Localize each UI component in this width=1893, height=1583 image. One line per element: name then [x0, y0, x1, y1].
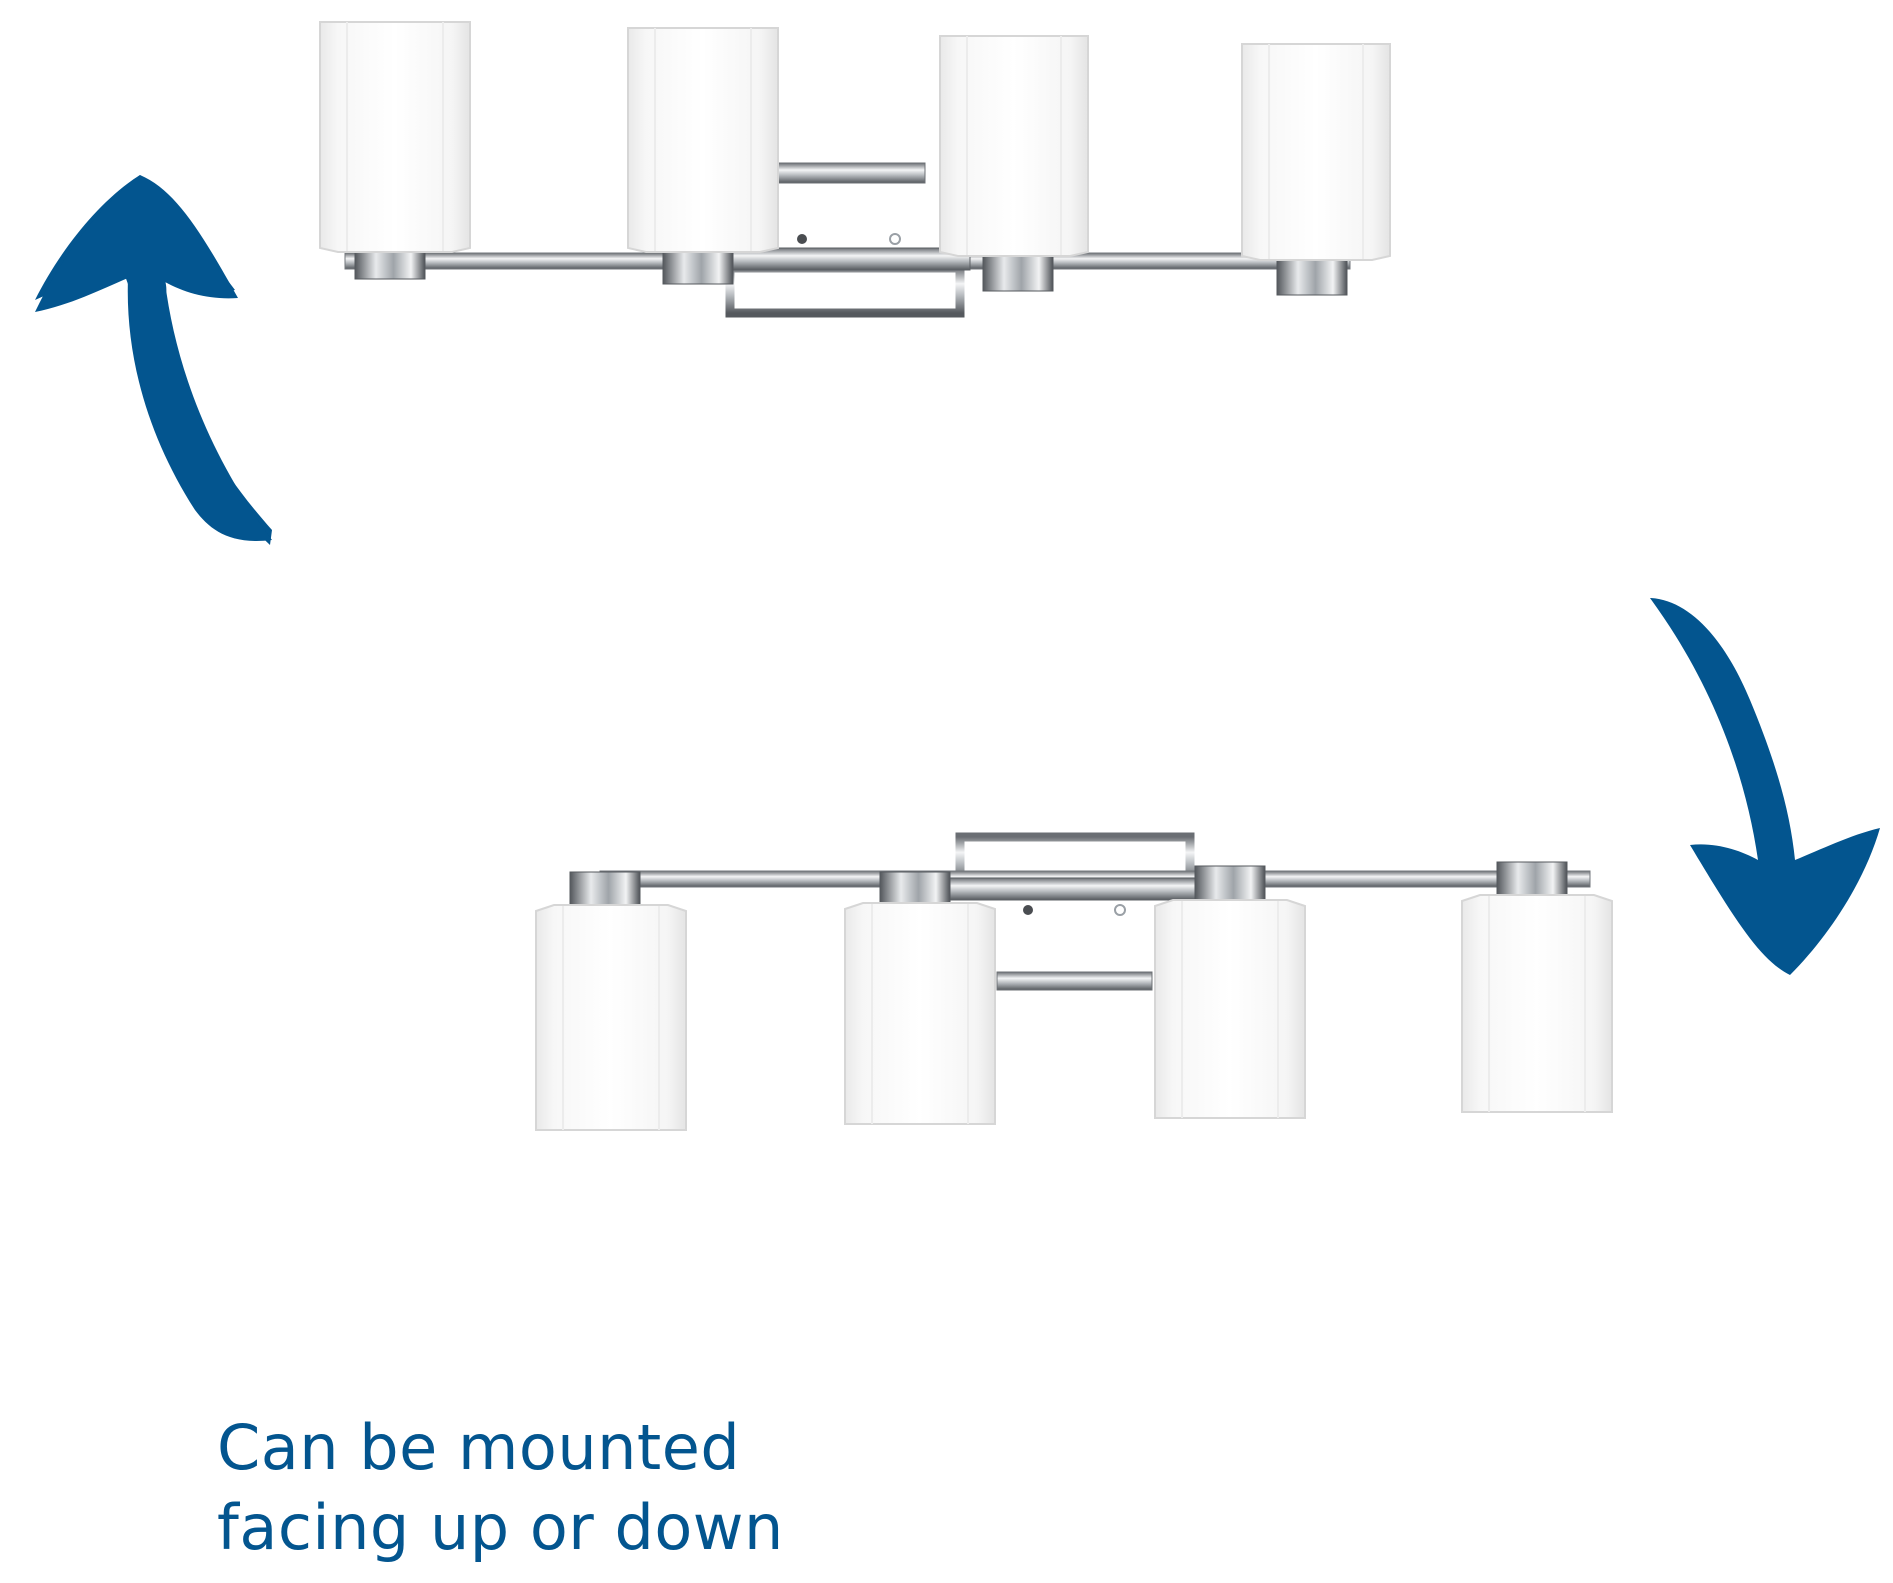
glass-shade: [627, 27, 779, 253]
glass-shade: [939, 35, 1089, 257]
curved-arrow-up-icon: [35, 175, 272, 541]
glass-shade: [535, 904, 687, 1131]
glass-shade: [844, 902, 996, 1125]
caption-line-2: facing up or down: [217, 1491, 784, 1564]
glass-shade: [1154, 899, 1306, 1119]
vanity-fixture-facing-down: [535, 832, 1613, 1131]
glass-shade: [1241, 43, 1391, 261]
curved-arrow-down-icon: [1650, 598, 1880, 975]
glass-shade: [1461, 894, 1613, 1113]
glass-shade: [319, 21, 471, 253]
vanity-fixture-facing-up: [319, 21, 1391, 318]
mounting-caption: Can be mounted facing up or down: [217, 1408, 1117, 1568]
caption-line-1: Can be mounted: [217, 1411, 741, 1484]
